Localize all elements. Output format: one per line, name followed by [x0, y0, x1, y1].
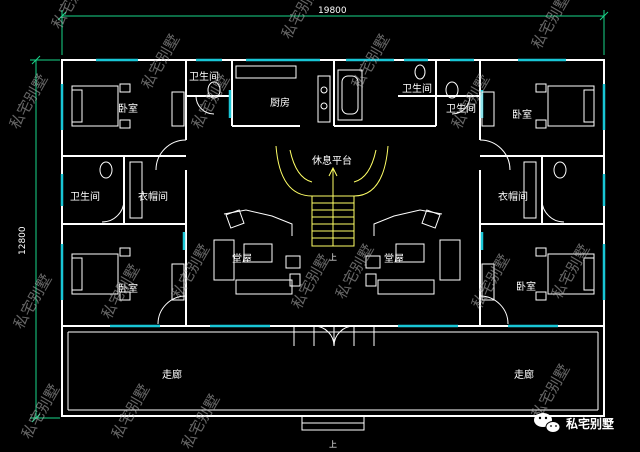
- main-stair: [275, 145, 389, 247]
- furniture: [71, 64, 595, 301]
- room-labels: 卧室 卫生间 厨房 卫生间 卫生间 卧室 休息平台 卫生间 衣帽间 衣帽间 堂屋…: [70, 70, 536, 381]
- watermark: 私宅别墅: [18, 381, 64, 442]
- watermark: 私宅别墅: [468, 251, 514, 312]
- stair-arrow: [328, 166, 338, 177]
- stair-up-label: 上: [329, 253, 337, 262]
- watermark: 私宅别墅: [10, 271, 56, 332]
- overall-depth-label: 12800: [18, 226, 28, 255]
- sofa-left: [213, 239, 235, 281]
- room-label-corridor-right: 走廊: [514, 368, 534, 381]
- room-label-bathroom-mid-left: 卫生间: [70, 190, 100, 203]
- room-label-bedroom-bottom-right: 卧室: [516, 280, 536, 293]
- room-label-closet-right: 衣帽间: [498, 190, 528, 203]
- room-label-bathroom-top-left: 卫生间: [189, 70, 219, 83]
- watermark: 私宅别墅: [528, 0, 574, 52]
- toilet-top-left: [207, 81, 221, 99]
- wardrobe-bottom-right: [481, 263, 495, 301]
- room-label-bedroom-bottom-left: 卧室: [118, 282, 138, 295]
- watermark: 私宅别墅: [332, 241, 378, 302]
- windows: [60, 58, 606, 328]
- overall-width-label: 19800: [318, 6, 347, 16]
- room-label-kitchen: 厨房: [270, 96, 290, 109]
- watermark: 私宅别墅: [278, 0, 324, 42]
- bed-bottom-left: [71, 253, 119, 295]
- room-label-bathroom-top-right: 卫生间: [446, 102, 476, 115]
- sofa-right: [439, 239, 461, 281]
- front-stair-up-label: 上: [329, 440, 337, 449]
- room-label-closet-left: 衣帽间: [138, 190, 168, 203]
- room-label-hall-right: 堂屋: [384, 253, 404, 265]
- closet-rack-right: [523, 161, 537, 219]
- room-label-bedroom-top-right: 卧室: [512, 108, 532, 121]
- brand-badge: 私宅别墅: [534, 413, 614, 433]
- wardrobe-top-left: [171, 91, 185, 127]
- bed-top-left: [71, 85, 119, 127]
- closet-rack-left: [129, 161, 143, 219]
- watermark: 私宅别墅: [288, 251, 334, 312]
- watermark: 私宅别墅: [528, 361, 574, 422]
- watermark: 私宅别墅: [138, 31, 184, 92]
- bathtub: [337, 69, 363, 121]
- room-label-corridor-left: 走廊: [162, 368, 182, 381]
- room-label-hall-left: 堂屋: [232, 253, 252, 265]
- watermark: 私宅别墅: [108, 381, 154, 442]
- wardrobe-top-right: [481, 91, 495, 127]
- toilet-mid-left: [99, 161, 113, 179]
- toilet-top-right: [445, 81, 459, 99]
- watermark: 私宅别墅: [448, 71, 494, 132]
- room-label-bathroom-top-center: 卫生间: [402, 82, 432, 95]
- watermark: 私宅别墅: [168, 241, 214, 302]
- watermark: 私宅别墅: [348, 31, 394, 92]
- room-label-landing: 休息平台: [312, 154, 352, 167]
- dimension-lines: [30, 10, 609, 423]
- toilet-top-center: [414, 64, 426, 80]
- wechat-icon: [534, 413, 561, 433]
- watermark: 私宅别墅: [548, 241, 594, 302]
- watermarks: 私宅别墅 私宅别墅 私宅别墅 私宅别墅 私宅别墅 私宅别墅 私宅别墅 私宅别墅 …: [6, 0, 594, 452]
- doors: [101, 95, 565, 347]
- bed-top-right: [547, 85, 595, 127]
- watermark: 私宅别墅: [178, 391, 224, 452]
- room-label-bedroom-top-left: 卧室: [118, 102, 138, 115]
- kitchen-counter: [235, 65, 297, 79]
- wardrobe-bottom-left: [171, 263, 185, 301]
- brand-name: 私宅别墅: [565, 416, 614, 431]
- toilet-mid-right: [553, 161, 567, 179]
- watermark: 私宅别墅: [6, 71, 52, 132]
